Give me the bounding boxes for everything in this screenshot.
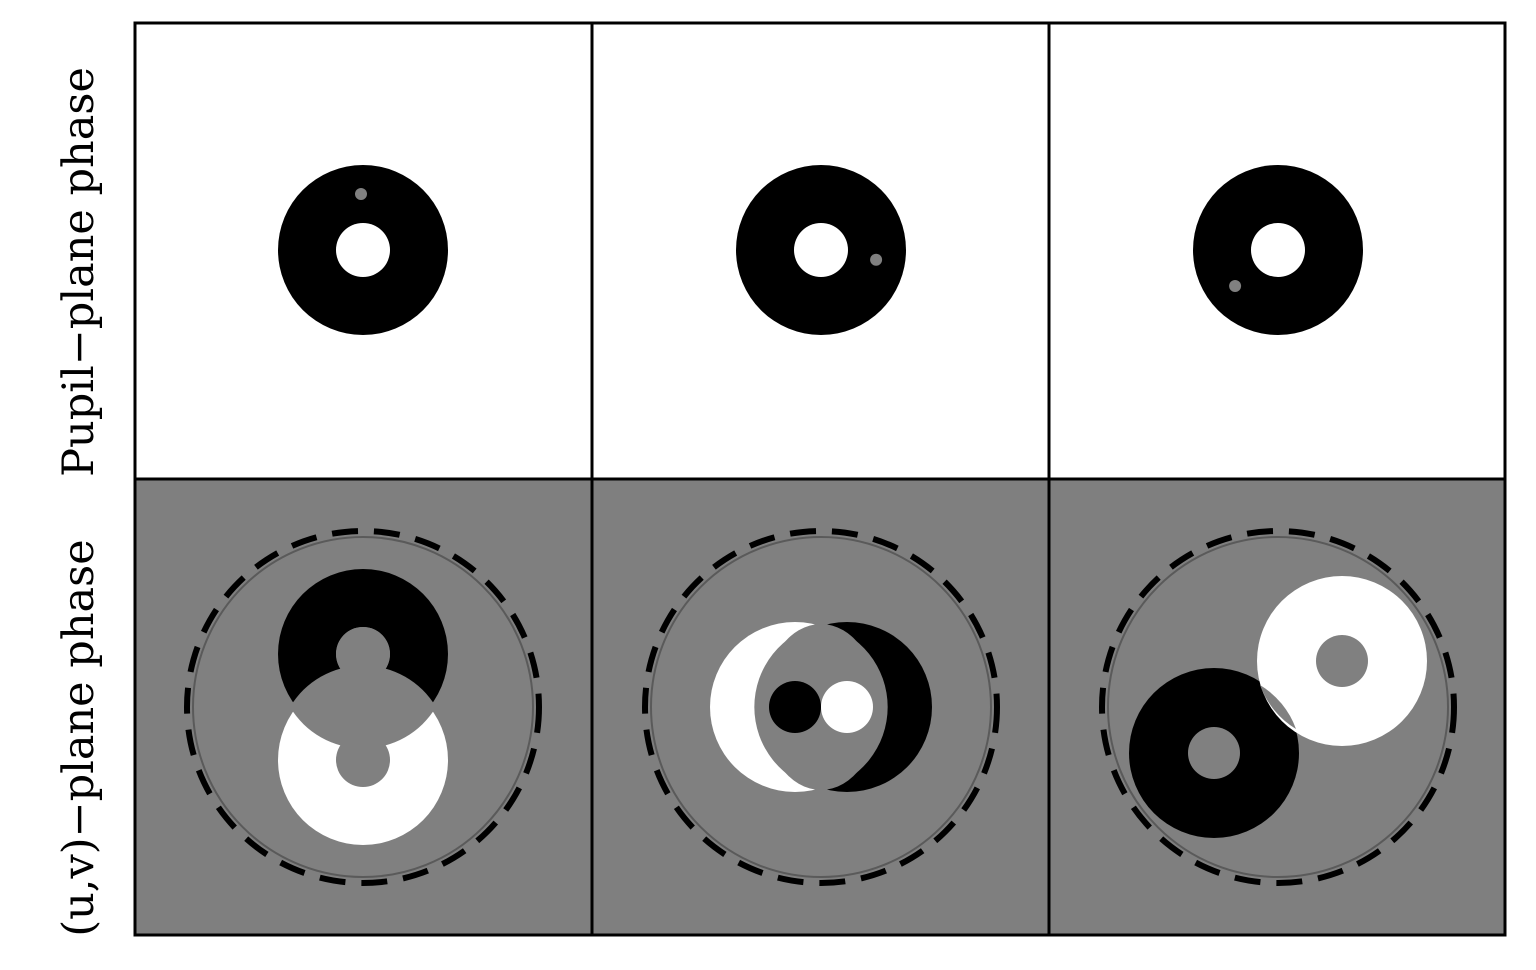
pupil-panel-1 — [136, 23, 591, 478]
pupil-central-obscuration — [794, 223, 848, 277]
uv-panel-2 — [593, 480, 1048, 935]
uv-annulus-center — [336, 627, 390, 681]
row-label-pupil-plane: Pupil−plane phase — [54, 67, 104, 477]
uv-annulus-center — [769, 681, 821, 733]
uv-plane-row — [136, 480, 1505, 935]
pupil-central-obscuration — [336, 223, 390, 277]
row-label-uv-plane: (u,v)−plane phase — [54, 539, 104, 936]
uv-annulus-center — [1316, 635, 1368, 687]
uv-panel-1 — [136, 480, 591, 935]
uv-overlap-region — [1260, 685, 1296, 729]
pupil-panel-3 — [1050, 23, 1505, 478]
pupil-hole-marker — [870, 253, 883, 266]
uv-dashed-boundary — [1099, 528, 1457, 886]
uv-overlap-region — [290, 665, 436, 749]
uv-annulus-center — [821, 681, 873, 733]
uv-annulus-center — [1188, 727, 1240, 779]
uv-dashed-boundary — [184, 528, 542, 886]
panel-grid — [133, 21, 1507, 937]
pupil-hole-marker — [355, 188, 367, 200]
pupil-hole-marker — [1229, 280, 1242, 292]
pupil-central-obscuration — [1251, 223, 1305, 277]
pupil-panel-2 — [593, 23, 1048, 478]
pupil-plane-row — [136, 23, 1505, 478]
uv-dashed-boundary — [642, 528, 1000, 886]
uv-panel-3 — [1050, 480, 1505, 935]
